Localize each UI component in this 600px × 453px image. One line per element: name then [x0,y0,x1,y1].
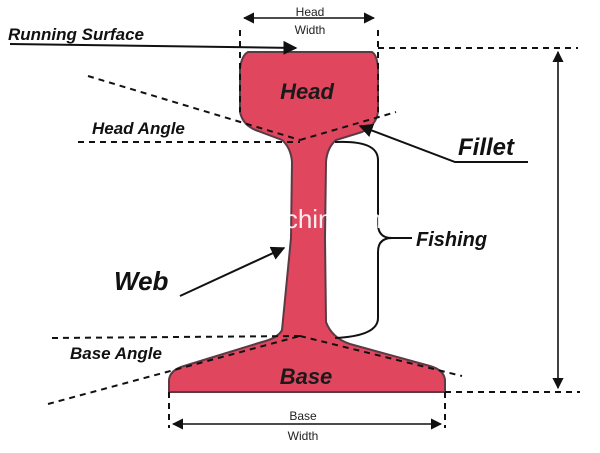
web-leader [179,246,286,297]
head-width-label-line1: Head [296,5,325,19]
head-angle-line-right [299,111,397,141]
base-width-label-line2: Width [288,429,319,443]
head-label: Head [280,79,334,104]
leader-lines [9,40,528,297]
watermark-text: trade.china.cn [218,204,381,234]
fillet-leader [358,123,528,163]
base-label: Base [280,364,333,389]
fishing-label: Fishing [416,229,487,251]
head-angle-label: Head Angle [92,119,185,138]
running-surface-label: Running Surface [8,25,144,44]
base-angle-line-right [299,335,463,377]
base-angle-horizontal [51,335,301,339]
fillet-label: Fillet [458,134,515,161]
running-surface-leader [9,40,298,55]
dashed-lines [47,30,580,428]
base-width-label-line1: Base [289,409,317,423]
fishing-bracket [334,140,393,339]
web-label: Web [114,266,169,296]
base-angle-label: Base Angle [70,344,162,363]
head-angle-line-left [87,75,301,141]
dimension-arrows [171,12,564,430]
head-width-label-line2: Width [295,23,326,37]
